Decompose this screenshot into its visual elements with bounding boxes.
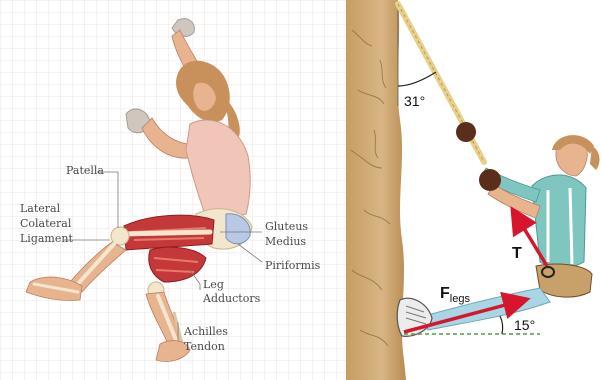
anatomy-panel: Patella Lateral Colateral Ligament Glute… [0,0,346,380]
achilles-label-line1: Achilles [183,325,228,338]
force-panel: 31° T [346,0,602,380]
achilles-label-line2: Tendon [184,340,225,353]
gluteus-label-line2: Medius [265,235,306,248]
legs-force-subscript: legs [450,293,471,305]
rope-angle-label: 31° [404,93,425,109]
patella-label: Patella [66,164,104,177]
lateral-label-line1: Lateral [20,202,61,215]
upper-glove [456,122,476,142]
lateral-label-line2: Colateral [20,217,72,230]
rock-wall [346,0,406,380]
leg-adductors-label-line1: Leg [203,278,224,291]
piriformis-label: Piriformis [265,259,321,272]
leg-adductors-label-line2: Adductors [202,292,261,305]
gluteus-label-line1: Gluteus [265,220,308,233]
tension-label: T [512,245,522,262]
lateral-label-line3: Ligament [20,232,73,245]
legs-force-symbol: F [440,285,450,302]
legs-angle-label: 15° [514,317,535,333]
lower-glove [479,169,501,191]
